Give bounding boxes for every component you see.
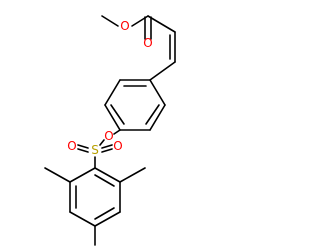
atom-o-sulfonyl-left: O [67, 139, 76, 153]
atom-o-ester-single: O [120, 19, 129, 33]
atom-o-ester-single-label: O [120, 19, 129, 33]
ring-b-bond-4 [94, 211, 121, 227]
atom-o-ester-carbonyl-label: O [143, 36, 152, 50]
bond-c-alkene [147, 15, 176, 33]
atom-o-sulfonyl-right-label: O [113, 139, 122, 153]
atom-o-sulfonyl-right: O [113, 139, 122, 153]
ring-b-bond-3 [69, 211, 96, 227]
bond-s-o-left-b [77, 148, 89, 153]
ring-a-bond-5 [149, 104, 166, 131]
ring-a-inner-2 [110, 104, 125, 125]
ring-a-bond-3 [104, 104, 121, 131]
atom-o-aryl-ether: O [104, 129, 113, 143]
atom-o-aryl-ether-label: O [104, 129, 113, 143]
ring-a-bond-6 [149, 79, 166, 106]
bond-s-o-left-a [77, 144, 89, 149]
ring-a-inner-3 [145, 104, 160, 125]
atom-s-sulfonyl-label: S [91, 143, 99, 157]
bond-methyl-ortho-left [44, 167, 71, 183]
bond-methyl-ortho-right [119, 167, 146, 183]
structure-canvas: O O O S O O [44, 15, 176, 246]
ring-b-inner-3 [94, 174, 115, 187]
bond-s-o-right-a [101, 144, 113, 149]
bond-s-o-right-b [101, 148, 113, 153]
ring-a-bond-2 [104, 79, 121, 106]
bond-methyl-o [101, 15, 119, 27]
bond-alkene-ring [149, 61, 176, 81]
bond-ring-ether-o [113, 129, 121, 135]
ring-b-bond-1 [69, 167, 96, 183]
atom-o-sulfonyl-left-label: O [67, 139, 76, 153]
chemical-structure-diagram: O O O S O O [44, 15, 176, 246]
bond-ether-o-s [99, 139, 105, 146]
ring-b-bond-6 [94, 167, 121, 183]
atom-o-ester-carbonyl: O [143, 36, 152, 50]
ring-b-inner-2 [94, 207, 115, 220]
atom-s-sulfonyl: S [91, 143, 99, 157]
